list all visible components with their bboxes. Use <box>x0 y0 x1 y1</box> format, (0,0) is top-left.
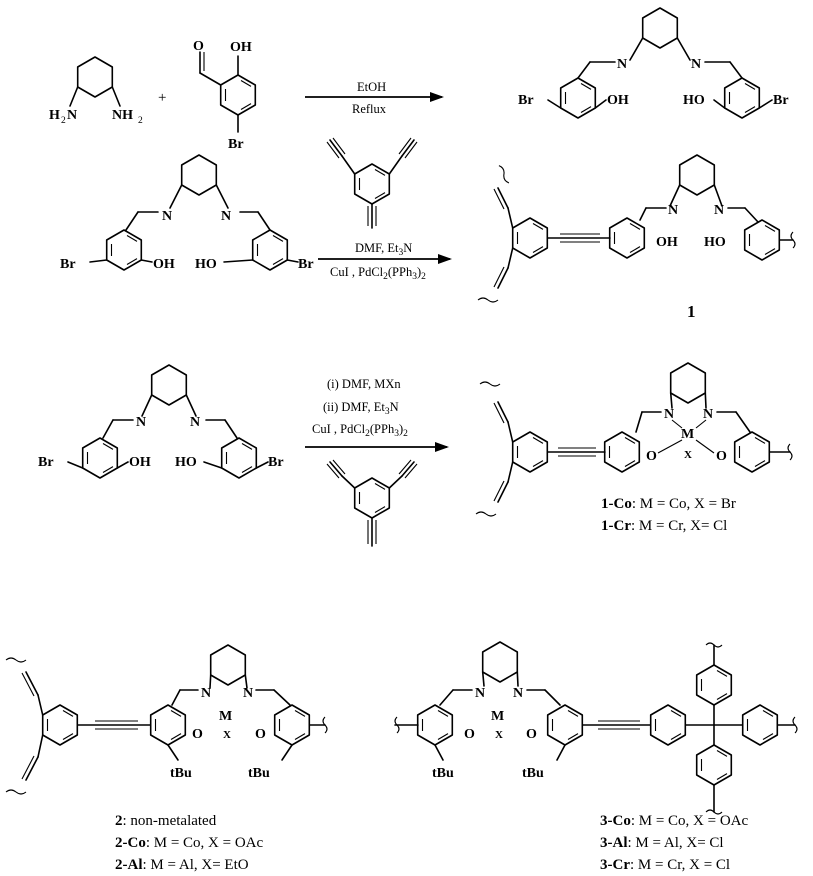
arrow-step1: EtOH Reflux <box>305 80 444 116</box>
phenoxide-o-left: O <box>464 727 475 742</box>
imine-n-right: N <box>703 407 713 422</box>
aldehyde-o: O <box>193 39 204 54</box>
imine-n-left: N <box>201 686 211 701</box>
step2-line2: CuI , PdCl2(PPh3)2 <box>330 265 426 282</box>
variant-3al: 3-Al: M = Al, X= Cl <box>600 835 724 851</box>
imine-n-left: N <box>162 209 172 224</box>
bromo-br: Br <box>228 137 244 152</box>
oh-left: OH <box>153 257 175 272</box>
br-left: Br <box>518 93 534 108</box>
variant-1cr: 1-Cr: M = Cr, X= Cl <box>601 518 727 534</box>
polymer-2-structure: N N M O O X tBu tBu 2: non-metalated 2-C… <box>5 644 328 873</box>
tbu-left: tBu <box>432 766 454 781</box>
ho-right: HO <box>683 93 705 108</box>
imine-n-right: N <box>221 209 231 224</box>
compound-1-label: 1 <box>687 302 696 321</box>
metal-m: M <box>219 709 232 724</box>
polymer-1-metal-structure: N N M O O X 1-Co: M = Co, X = Br 1-Cr: M… <box>475 362 793 534</box>
salen-ligand-product: N N Br OH HO Br <box>518 7 789 119</box>
step3-line3: CuI , PdCl2(PPh3)2 <box>312 422 408 439</box>
polymer-3-structure: N N M O O X tBu tBu 3-Co: M = Co, X = OA… <box>394 641 798 873</box>
variant-2al: 2-Al: M = Al, X= EtO <box>115 857 249 873</box>
nh2-label: NH <box>112 108 133 123</box>
variant-1co: 1-Co: M = Co, X = Br <box>601 496 736 512</box>
axial-x: X <box>684 449 692 461</box>
variant-3cr: 3-Cr: M = Cr, X = Cl <box>600 857 730 873</box>
step1-condition: Reflux <box>352 102 387 116</box>
br-right: Br <box>773 93 789 108</box>
triethynylbenzene-reagent-2 <box>326 459 418 547</box>
phenoxide-o-left: O <box>646 449 657 464</box>
h2n-label-n: N <box>67 108 77 123</box>
phenoxide-o-right: O <box>255 727 266 742</box>
br-left: Br <box>38 455 54 470</box>
step3-line2: (ii) DMF, Et3N <box>323 400 399 417</box>
nh2-label-sub: 2 <box>138 116 143 126</box>
phenoxide-o-left: O <box>192 727 203 742</box>
step3-line1: (i) DMF, MXn <box>327 377 401 391</box>
arrow-step2: DMF, Et3N CuI , PdCl2(PPh3)2 <box>318 241 452 282</box>
axial-x: X <box>495 729 503 741</box>
variant-2co: 2-Co: M = Co, X = OAc <box>115 835 264 851</box>
imine-n-left: N <box>617 57 627 72</box>
imine-n-right: N <box>714 203 724 218</box>
h2n-label-sub: 2 <box>61 116 66 126</box>
metal-m: M <box>491 709 504 724</box>
plus-sign: + <box>158 90 166 106</box>
imine-n-right: N <box>190 415 200 430</box>
imine-n-right: N <box>691 57 701 72</box>
ho-right: HO <box>195 257 217 272</box>
tbu-right: tBu <box>248 766 270 781</box>
imine-n-left: N <box>475 686 485 701</box>
salen-ligand-reactant: N N Br OH HO Br <box>60 154 314 272</box>
polymer-1-structure: N N OH HO 1 <box>477 154 796 321</box>
metal-m: M <box>681 427 694 442</box>
oh-left: OH <box>656 235 678 250</box>
arrow-step3: (i) DMF, MXn (ii) DMF, Et3N CuI , PdCl2(… <box>305 377 449 452</box>
tbu-left: tBu <box>170 766 192 781</box>
tbu-right: tBu <box>522 766 544 781</box>
bromosalicylaldehyde: O OH Br <box>193 39 257 152</box>
br-right: Br <box>268 455 284 470</box>
imine-n-left: N <box>136 415 146 430</box>
ho-right: HO <box>704 235 726 250</box>
variant-2: 2: non-metalated <box>115 813 217 829</box>
h2n-label-h: H <box>49 108 60 123</box>
br-right: Br <box>298 257 314 272</box>
step2-line1: DMF, Et3N <box>355 241 412 258</box>
triethynylbenzene-reagent-1 <box>326 137 418 229</box>
step1-solvent: EtOH <box>357 80 386 94</box>
salen-ligand-reactant-2: N N Br OH HO Br <box>38 364 284 479</box>
br-left: Br <box>60 257 76 272</box>
imine-n-right: N <box>243 686 253 701</box>
imine-n-left: N <box>668 203 678 218</box>
phenoxide-o-right: O <box>716 449 727 464</box>
diamine-cyclohexane: H 2 N NH 2 <box>49 56 143 126</box>
variant-3co: 3-Co: M = Co, X = OAc <box>600 813 749 829</box>
imine-n-left: N <box>664 407 674 422</box>
phenol-oh: OH <box>230 40 252 55</box>
phenoxide-o-right: O <box>526 727 537 742</box>
imine-n-right: N <box>513 686 523 701</box>
oh-left: OH <box>607 93 629 108</box>
oh-left: OH <box>129 455 151 470</box>
axial-x: X <box>223 729 231 741</box>
ho-right: HO <box>175 455 197 470</box>
